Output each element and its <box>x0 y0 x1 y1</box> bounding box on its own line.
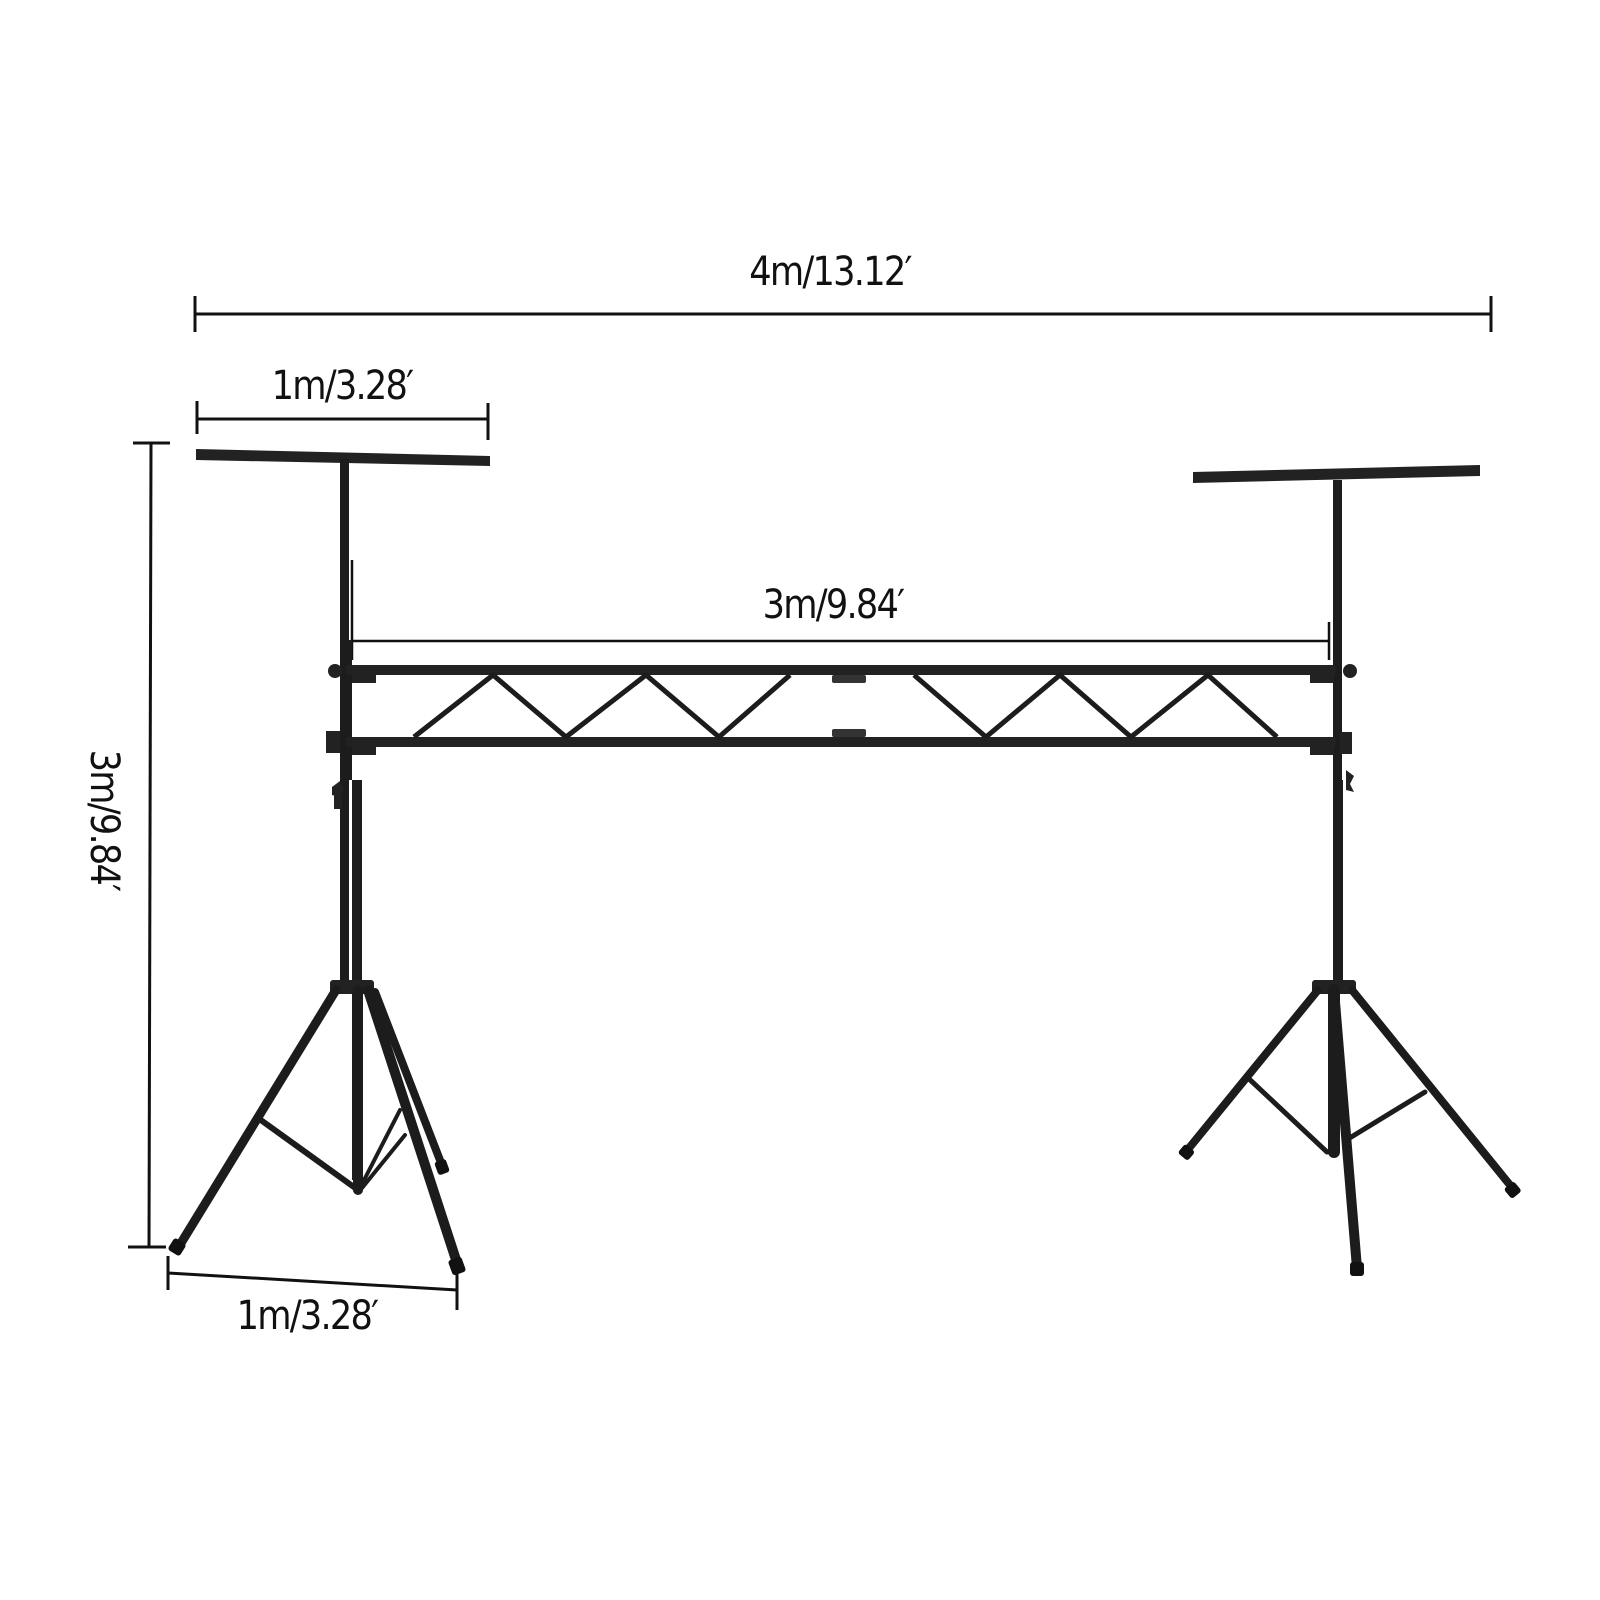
truss-diagonals <box>412 671 1279 741</box>
truss-top-rail <box>346 665 1336 675</box>
label-overall-width: 4m/13.12′ <box>749 249 912 295</box>
right-mast-upper <box>1333 480 1342 780</box>
right-tripod-legs <box>1181 984 1518 1273</box>
label-tripod-base: 1m/3.28′ <box>236 1293 380 1339</box>
dimension-tbar-width <box>195 401 490 440</box>
right-t-bar <box>1193 465 1480 483</box>
dimension-overall-width <box>193 296 1493 332</box>
left-clamp-knob-top <box>328 664 342 678</box>
label-tbar-width: 1m/3.28′ <box>271 363 415 409</box>
left-stand <box>168 449 490 1276</box>
right-clamp-knob-top <box>1343 664 1357 678</box>
dimension-height <box>128 441 170 1249</box>
left-t-bar <box>196 449 490 466</box>
right-foot-caps <box>1178 1144 1521 1276</box>
left-tripod-legs <box>173 985 463 1271</box>
right-height-lock-knob <box>1346 770 1354 792</box>
dimension-tripod-base <box>166 1256 459 1310</box>
truss-bottom-rail <box>346 737 1336 747</box>
label-truss-span: 3m/9.84′ <box>762 582 906 628</box>
truss <box>346 665 1336 755</box>
left-height-lock-knob <box>332 781 344 797</box>
right-stand <box>1178 465 1521 1276</box>
left-foot-caps <box>168 1159 466 1276</box>
truss-center-couplers <box>832 675 866 737</box>
label-height: 3m/9.84′ <box>81 749 127 891</box>
right-mast-lower <box>1333 780 1343 990</box>
truss-end-brackets <box>352 675 1334 755</box>
